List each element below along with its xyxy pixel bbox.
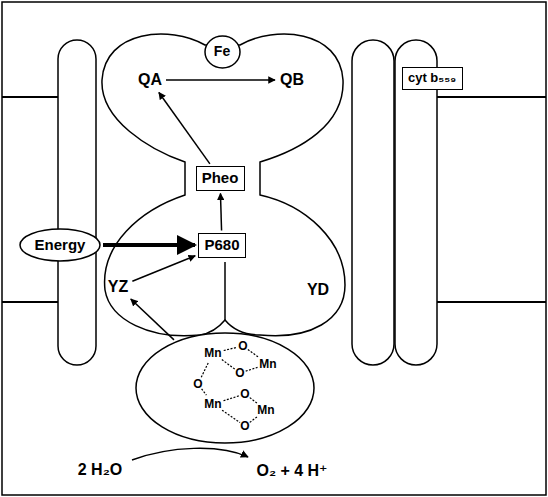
- node-text: YZ: [108, 278, 128, 296]
- water-oxidation-arrow: [132, 448, 248, 460]
- atom-symbol: O: [193, 378, 202, 390]
- manganese-cluster: OMnMnOOOMnMnO: [135, 332, 315, 444]
- electron-transfer-arrow: [220, 193, 221, 230]
- electron-transfer-arrow: [166, 79, 275, 81]
- reaction-label: 2 H₂O: [78, 461, 122, 479]
- node-text: cyt b₅₅₉: [408, 71, 456, 85]
- tyrosine-label: YD: [305, 280, 332, 300]
- atom-symbol: O: [235, 367, 244, 379]
- pheophytin-box: Pheo: [196, 166, 245, 191]
- energy-ellipse: Energy: [19, 228, 101, 262]
- bond-line: [222, 360, 235, 370]
- quinone-label: QB: [278, 70, 306, 90]
- bond-line: [246, 367, 258, 371]
- node-outline-shape: [205, 36, 240, 68]
- atom-symbol: Mn: [204, 398, 221, 410]
- p680-box: P680: [198, 233, 246, 258]
- quinone-label: QA: [136, 70, 164, 90]
- atom-symbol: O: [240, 388, 249, 400]
- atom-symbol: O: [238, 340, 247, 352]
- reaction-label: O₂ + 4 H⁺: [256, 461, 327, 480]
- bond-line: [250, 417, 257, 423]
- bond-line: [248, 350, 259, 358]
- node-text: YD: [307, 281, 329, 299]
- node-text: P680: [204, 237, 239, 254]
- tyrosine-label: YZ: [106, 277, 131, 297]
- node-outline-shape: [136, 333, 314, 443]
- cytochrome-box: cyt b₅₅₉: [402, 67, 463, 90]
- electron-transfer-arrow: [132, 256, 195, 281]
- iron-atom: Fe: [204, 35, 241, 69]
- bond-line: [250, 398, 257, 404]
- node-text: QA: [138, 71, 162, 89]
- node-outline: [135, 332, 315, 444]
- subunit-divide: [224, 262, 226, 320]
- atom-symbol: Mn: [259, 358, 276, 370]
- node-outline-shape: [20, 229, 100, 261]
- atom-symbol: O: [240, 420, 249, 432]
- atom-symbol: Mn: [204, 347, 221, 359]
- node-text: Energy: [35, 237, 86, 254]
- node-text: Pheo: [202, 170, 239, 187]
- electron-transfer-arrow: [103, 243, 195, 247]
- reaction-center-protein: [102, 34, 345, 336]
- bond-line: [222, 410, 240, 422]
- electron-transfer-arrow: [131, 299, 174, 340]
- bond-line: [223, 396, 239, 401]
- atom-symbol: Mn: [257, 404, 274, 416]
- node-text: Fe: [214, 44, 230, 59]
- bond-line: [224, 347, 237, 350]
- bond-line: [201, 363, 209, 379]
- electron-transfer-arrow: [159, 92, 210, 163]
- node-text: QB: [280, 71, 304, 89]
